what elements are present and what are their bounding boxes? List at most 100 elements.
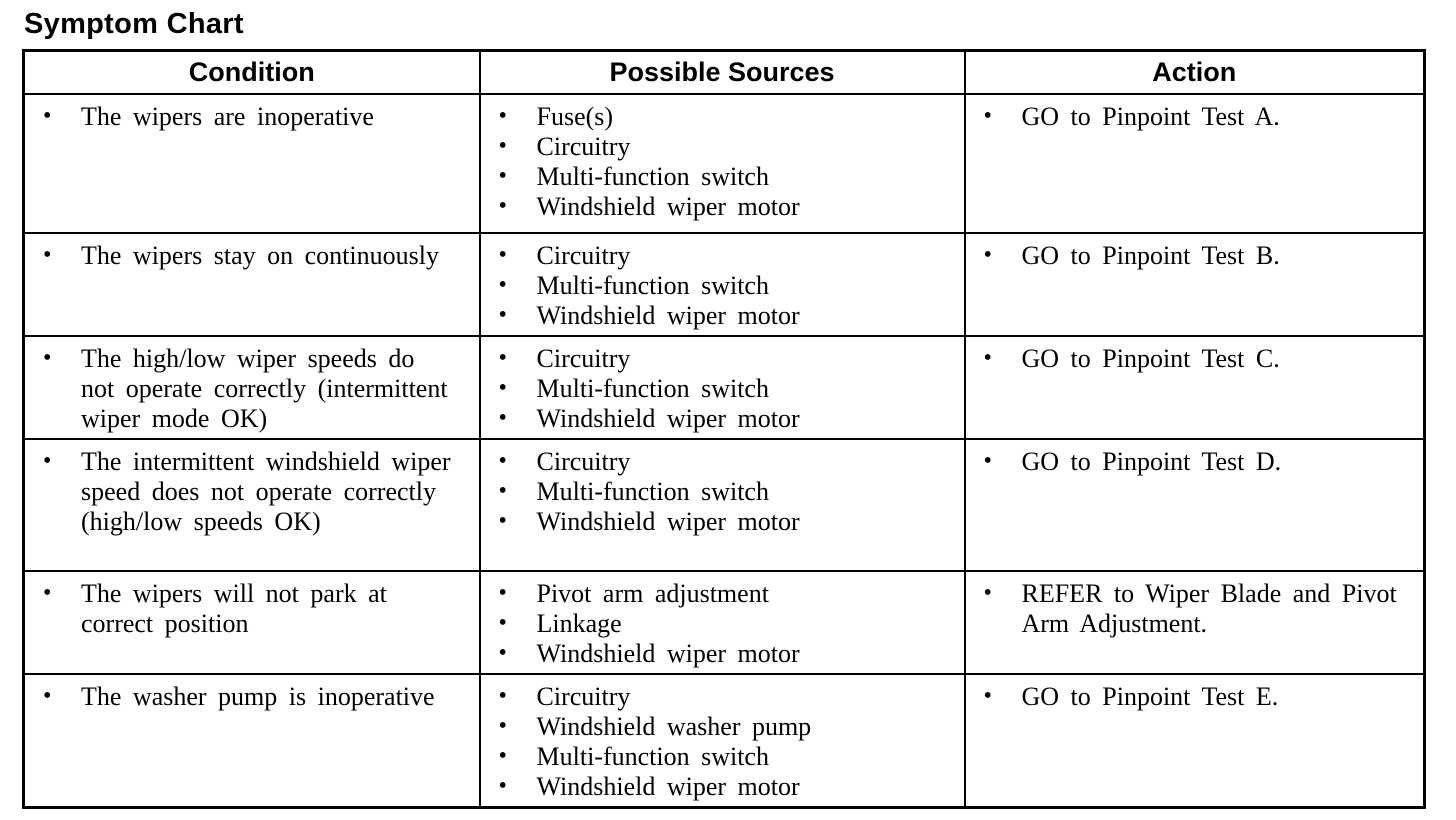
list-item: •Circuitry xyxy=(481,344,954,374)
bullet-icon: • xyxy=(983,580,992,606)
condition-cell: •The high/low wiper speeds do not operat… xyxy=(22,335,481,440)
header-row: Condition Possible Sources Action xyxy=(22,49,1426,95)
list-item: •Multi-function switch xyxy=(481,742,954,772)
list-item: • Multi-function switch xyxy=(481,477,954,507)
sources-cell: •Fuse(s) •Circuitry •Multi-function swit… xyxy=(478,93,966,234)
list-item-text: GO to Pinpoint Test A. xyxy=(1021,102,1280,131)
bullet-icon: • xyxy=(498,242,507,268)
bullet-icon: • xyxy=(983,345,992,371)
list-item: • Multi-function switch xyxy=(481,374,954,404)
list-item: • Linkage xyxy=(481,609,954,639)
action-cell: •GO to Pinpoint Test B. xyxy=(963,232,1426,337)
list-item: • GO to Pinpoint Test A. xyxy=(966,102,1414,132)
bullet-icon: • xyxy=(498,133,507,159)
column-header-possible-sources: Possible Sources xyxy=(478,49,966,95)
bullet-icon: • xyxy=(498,640,507,666)
table-row: • The high/low wiper speeds do not operat… xyxy=(22,335,1426,440)
bullet-icon: • xyxy=(498,405,507,431)
list-item-text: Windshield wiper motor xyxy=(536,301,800,330)
list-item: •The wipers are inoperative xyxy=(25,102,453,132)
sources-list: •Circuitry • Multi-function switch •Winds… xyxy=(481,344,954,434)
action-cell: • GO to Pinpoint Test A. xyxy=(963,93,1426,234)
action-cell: • GO to Pinpoint Test E. xyxy=(963,673,1426,809)
sources-list: • Circuitry • Multi-function switch • Winds… xyxy=(481,447,954,537)
list-item: •REFER to Wiper Blade and Pivot Arm Adju… xyxy=(966,579,1414,639)
bullet-icon: • xyxy=(983,683,992,709)
condition-list: •The intermittent windshield wiper speed… xyxy=(25,447,453,537)
list-item-text: Multi-function switch xyxy=(536,271,769,300)
list-item: • GO to Pinpoint Test E. xyxy=(966,682,1414,712)
action-list: •GO to Pinpoint Test D. xyxy=(966,447,1414,477)
list-item-text: GO to Pinpoint Test C. xyxy=(1021,344,1280,373)
list-item: • Multi-function switch xyxy=(481,271,954,301)
list-item: • Windshield wiper motor xyxy=(481,507,954,537)
bullet-icon: • xyxy=(498,272,507,298)
bullet-icon: • xyxy=(498,508,507,534)
bullet-icon: • xyxy=(498,478,507,504)
list-item-text: GO to Pinpoint Test B. xyxy=(1021,241,1280,270)
bullet-icon: • xyxy=(498,713,507,739)
bullet-icon: • xyxy=(43,448,52,474)
condition-cell: •The wipers stay on continuously xyxy=(22,232,481,337)
table-row: •The wipers stay on continuously •Circui… xyxy=(22,232,1426,337)
bullet-icon: • xyxy=(983,103,992,129)
symptom-chart-table: Condition Possible Sources Action •The w… xyxy=(22,49,1426,809)
list-item: • Circuitry xyxy=(481,447,954,477)
sources-cell: •Circuitry •Windshield washer pump •Mult… xyxy=(478,673,966,809)
list-item-text: Multi-function switch xyxy=(536,477,769,506)
list-item-text: GO to Pinpoint Test D. xyxy=(1021,447,1282,476)
list-item-text: Windshield wiper motor xyxy=(536,192,800,221)
bullet-icon: • xyxy=(498,302,507,328)
list-item-text: Circuitry xyxy=(536,241,631,270)
bullet-icon: • xyxy=(43,103,52,129)
list-item: •Fuse(s) xyxy=(481,102,954,132)
list-item-text: Fuse(s) xyxy=(536,102,614,131)
bullet-icon: • xyxy=(498,683,507,709)
condition-list: •The washer pump is inoperative xyxy=(25,682,453,712)
list-item: •The intermittent windshield wiper speed… xyxy=(25,447,453,537)
action-list: • GO to Pinpoint Test E. xyxy=(966,682,1414,712)
list-item-text: Linkage xyxy=(536,609,622,638)
bullet-icon: • xyxy=(498,448,507,474)
list-item: • Windshield wiper motor xyxy=(481,772,954,802)
bullet-icon: • xyxy=(498,773,507,799)
condition-list: •The high/low wiper speeds do not operat… xyxy=(25,344,453,434)
list-item: •Windshield wiper motor xyxy=(481,404,954,434)
condition-cell: •The wipers will not park at correct pos… xyxy=(22,570,481,675)
bullet-icon: • xyxy=(498,610,507,636)
condition-cell: •The wipers are inoperative xyxy=(22,93,481,234)
action-cell: •REFER to Wiper Blade and Pivot Arm Adju… xyxy=(963,570,1426,675)
column-header-condition: Condition xyxy=(22,49,481,95)
list-item-text: Multi-function switch xyxy=(536,374,769,403)
sources-list: •Fuse(s) •Circuitry •Multi-function swit… xyxy=(481,102,954,222)
page-title: Symptom Chart xyxy=(24,8,244,40)
list-item: • Windshield wiper motor xyxy=(481,301,954,331)
list-item-text: Pivot arm adjustment xyxy=(536,579,769,608)
sources-list: • Circuitry • Multi-function switch • Winds… xyxy=(481,241,954,331)
list-item: •The wipers stay on continuously xyxy=(25,241,453,271)
sources-cell: • Circuitry • Multi-function switch • Winds… xyxy=(478,232,966,337)
bullet-icon: • xyxy=(498,743,507,769)
sources-list: •Circuitry •Windshield washer pump •Mult… xyxy=(481,682,954,802)
list-item-text: GO to Pinpoint Test E. xyxy=(1021,682,1279,711)
list-item: •The wipers will not park at correct pos… xyxy=(25,579,453,639)
list-item-text: Windshield wiper motor xyxy=(536,772,800,801)
action-list: •GO to Pinpoint Test B. xyxy=(966,241,1414,271)
bullet-icon: • xyxy=(498,345,507,371)
bullet-icon: • xyxy=(498,375,507,401)
bullet-icon: • xyxy=(498,163,507,189)
condition-cell: •The intermittent windshield wiper speed… xyxy=(22,438,481,572)
list-item: •The washer pump is inoperative xyxy=(25,682,453,712)
sources-cell: • Circuitry • Multi-function switch • Winds… xyxy=(478,438,966,572)
condition-list: •The wipers will not park at correct pos… xyxy=(25,579,453,639)
list-item-text: The wipers will not park at correct posi… xyxy=(81,579,387,638)
list-item-text: Multi-function switch xyxy=(536,162,769,191)
list-item-text: The wipers stay on continuously xyxy=(81,241,439,270)
list-item-text: The high/low wiper speeds do not operate… xyxy=(81,344,448,433)
list-item-text: Windshield wiper motor xyxy=(536,507,800,536)
list-item: •Pivot arm adjustment xyxy=(481,579,954,609)
list-item: •GO to Pinpoint Test D. xyxy=(966,447,1414,477)
table-row: •The intermittent windshield wiper speed… xyxy=(22,438,1426,572)
list-item-text: Circuitry xyxy=(536,447,631,476)
table-row: •The washer pump is inoperative •Circuit… xyxy=(22,673,1426,809)
